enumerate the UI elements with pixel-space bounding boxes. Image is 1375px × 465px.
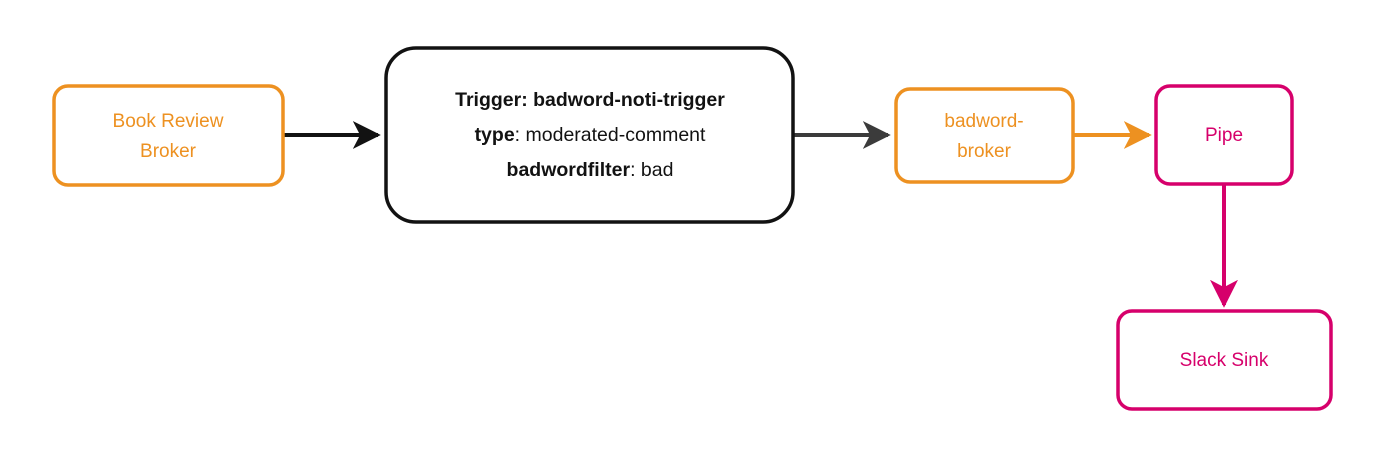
node-trigger-line3-separator: : <box>630 159 641 181</box>
node-book-review-broker-label-line2: Broker <box>140 141 197 162</box>
node-book-review-broker[interactable]: Book Review Broker <box>52 84 285 187</box>
node-trigger-line2-key: type <box>475 124 515 146</box>
node-trigger-line2-separator: : <box>515 124 526 146</box>
node-badword-broker[interactable]: badword- broker <box>894 87 1075 184</box>
node-pipe-label: Pipe <box>1205 125 1243 146</box>
node-trigger-line1-value: badword-noti-trigger <box>533 89 725 111</box>
node-book-review-broker-label-line1: Book Review <box>113 111 224 132</box>
node-trigger-line2-value: moderated-comment <box>526 124 706 146</box>
node-trigger-line1-key: Trigger: <box>455 89 528 111</box>
node-book-review-broker-shape[interactable] <box>52 84 285 187</box>
node-trigger-line3-key: badwordfilter <box>507 159 631 181</box>
node-badword-broker-label-line2: broker <box>957 141 1012 162</box>
node-trigger-line1: Trigger: badword-noti-trigger <box>455 89 725 111</box>
node-badword-broker-shape[interactable] <box>894 87 1075 184</box>
node-pipe[interactable]: Pipe <box>1154 84 1294 186</box>
node-slack-sink-label: Slack Sink <box>1180 350 1269 371</box>
node-pipe-shape[interactable] <box>1154 84 1294 186</box>
node-badword-broker-label-line1: badword- <box>944 111 1023 132</box>
node-trigger-line3-value: bad <box>641 159 674 181</box>
node-trigger-line3: badwordfilter: bad <box>507 159 674 181</box>
node-trigger-line2: type: moderated-comment <box>475 124 706 146</box>
node-trigger[interactable]: Trigger: badword-noti-trigger type: mode… <box>384 46 795 224</box>
node-slack-sink-shape[interactable] <box>1116 309 1333 411</box>
node-trigger-shape[interactable] <box>384 46 795 224</box>
node-slack-sink[interactable]: Slack Sink <box>1116 309 1333 411</box>
